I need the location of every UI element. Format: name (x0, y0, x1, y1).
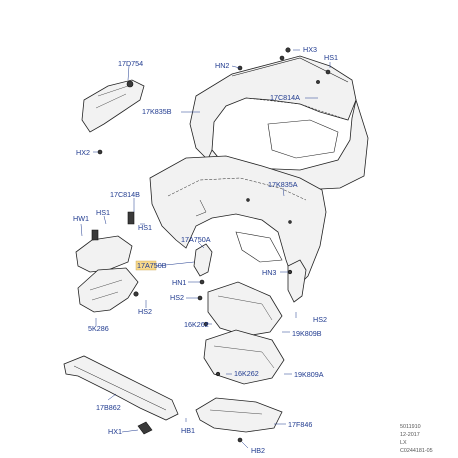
label-hs2-left[interactable]: HS2 (138, 307, 152, 316)
label-hs1-left[interactable]: HS1 (96, 208, 110, 217)
label-16k262-b[interactable]: 16K262 (234, 369, 259, 378)
label-17f846[interactable]: 17F846 (288, 420, 312, 429)
ref-line-2: 12-2017 (400, 432, 420, 438)
label-hs2-right[interactable]: HS2 (313, 315, 327, 324)
bracket-17a750 (193, 243, 213, 301)
label-17b862[interactable]: 17B862 (96, 403, 121, 412)
panel-19k809b (203, 281, 283, 337)
ref-line-1: 5011910 (400, 424, 421, 430)
label-hx2[interactable]: HX2 (76, 148, 90, 157)
ref-line-3: LX (400, 440, 407, 446)
bracket-5k286 (77, 267, 139, 313)
label-hb2[interactable]: HB2 (251, 446, 265, 455)
label-hx3[interactable]: HX3 (303, 45, 317, 54)
label-5k286[interactable]: 5K286 (88, 324, 109, 333)
label-hs2-mid[interactable]: HS2 (170, 293, 184, 302)
label-17d754[interactable]: 17D754 (118, 59, 143, 68)
trim-panel-17d754 (81, 79, 145, 133)
label-17k835b[interactable]: 17K835B (142, 107, 172, 116)
label-hn1[interactable]: HN1 (172, 278, 186, 287)
label-17a750a[interactable]: 17A750A (181, 235, 211, 244)
label-hx1[interactable]: HX1 (108, 427, 122, 436)
label-17c814b[interactable]: 17C814B (110, 190, 140, 199)
label-hs1-top[interactable]: HS1 (324, 53, 338, 62)
label-17k835a[interactable]: 17K835A (268, 180, 298, 189)
reference-block: 5011910 12-2017 LX C0244181-05 (400, 424, 433, 454)
label-16k262-a[interactable]: 16K262 (184, 320, 209, 329)
label-17c814a[interactable]: 17C814A (270, 93, 300, 102)
fasteners-top (97, 47, 331, 155)
beam-17b862 (63, 355, 179, 435)
panel-19k809a (203, 329, 285, 385)
label-19k809a[interactable]: 19K809A (294, 370, 324, 379)
label-hn3[interactable]: HN3 (262, 268, 276, 277)
callout-labels: HX3 HS1 HN2 17D754 17C814A 17K835B HX2 1… (73, 45, 338, 455)
label-hs1-mid[interactable]: HS1 (138, 223, 152, 232)
ref-line-4: C0244181-05 (400, 448, 433, 454)
side-support-right (287, 259, 307, 303)
bumper-armature-middle (149, 155, 327, 289)
leader-lines (80, 49, 331, 449)
highlight-17a750b (135, 260, 157, 271)
side-bracket-left (75, 211, 135, 273)
label-17a750b[interactable]: 17A750B (137, 261, 167, 270)
undertray-17f846 (195, 397, 283, 443)
label-19k809b[interactable]: 19K809B (292, 329, 322, 338)
label-hn2[interactable]: HN2 (215, 61, 229, 70)
label-hb1[interactable]: HB1 (181, 426, 195, 435)
label-hw1[interactable]: HW1 (73, 214, 89, 223)
